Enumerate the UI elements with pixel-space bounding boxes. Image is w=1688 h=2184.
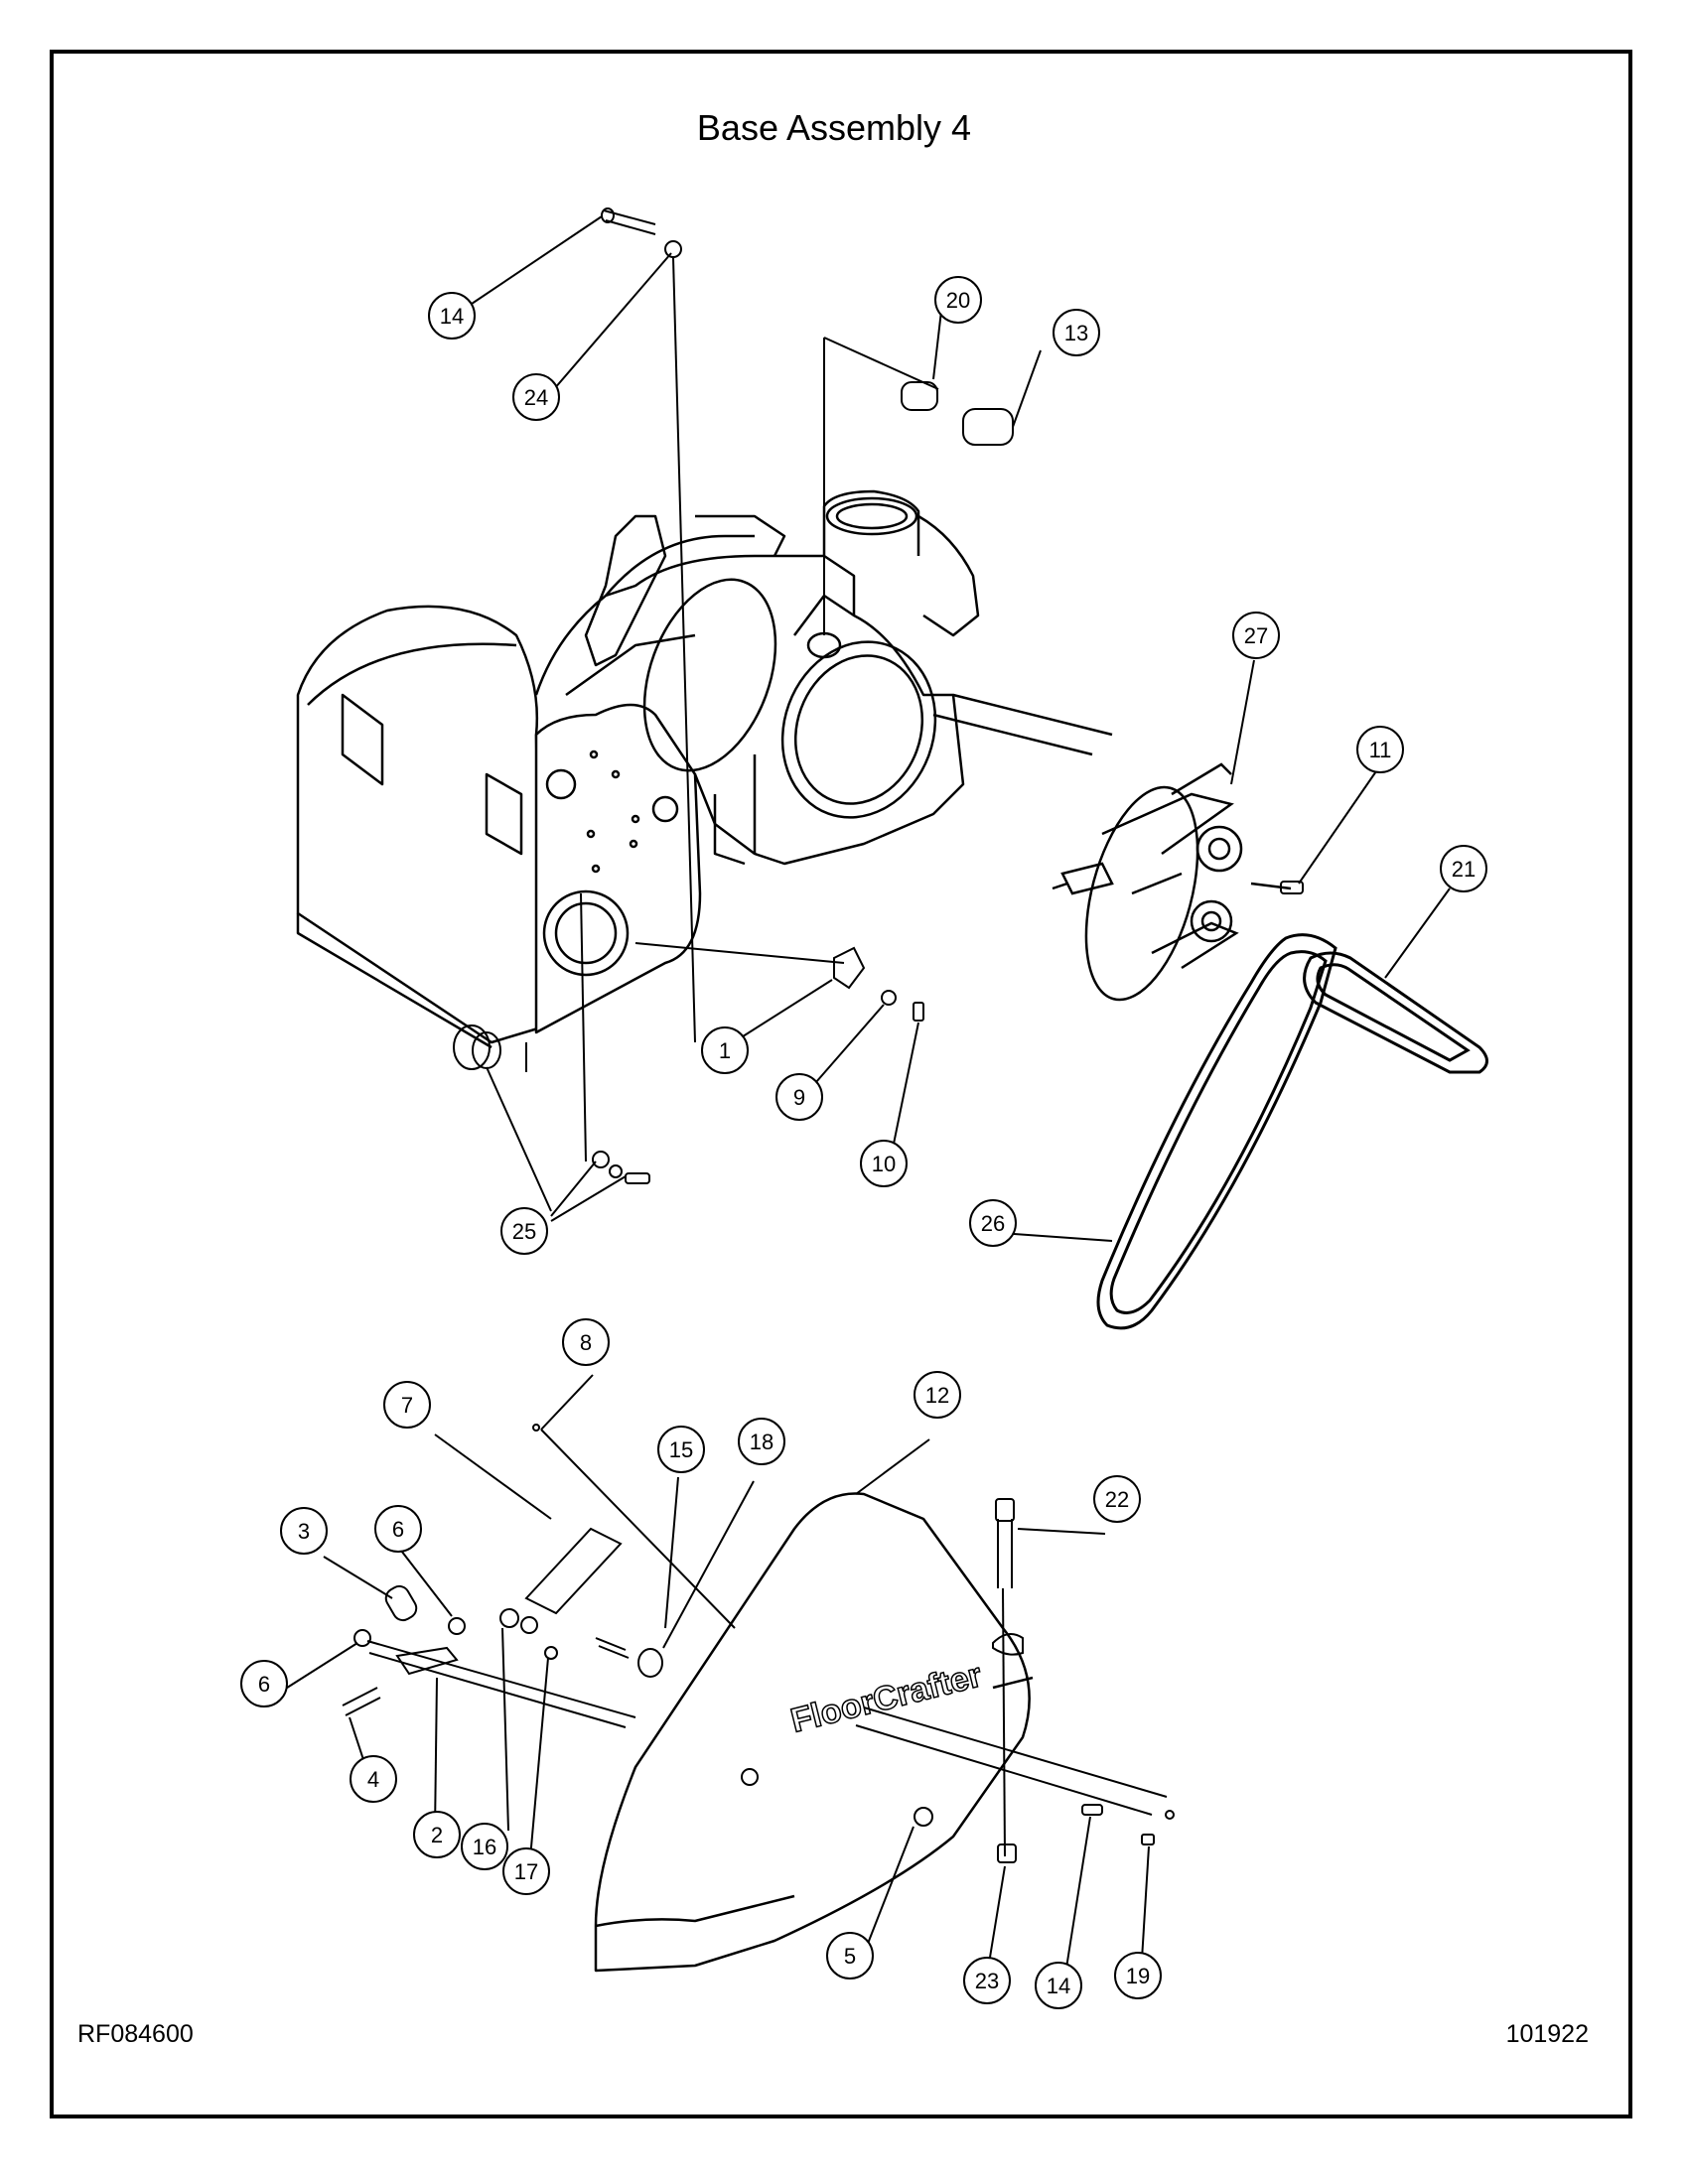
callout-label: 5 — [844, 1944, 856, 1969]
callout-circle — [701, 1026, 749, 1074]
callout-label: 4 — [367, 1767, 379, 1792]
callout-circle — [657, 1426, 705, 1473]
callout-label: 15 — [669, 1437, 693, 1462]
callout-circle — [1035, 1962, 1082, 2009]
callout-circle — [383, 1381, 431, 1429]
callout-label: 6 — [392, 1517, 404, 1542]
callout-label: 21 — [1452, 857, 1476, 882]
part-code: RF084600 — [77, 2020, 194, 2048]
callout-label: 22 — [1105, 1487, 1129, 1512]
callout-circle — [963, 1957, 1011, 2004]
callout-label: 2 — [431, 1823, 443, 1847]
callout-label: 14 — [1047, 1974, 1070, 1998]
callout-label: 14 — [440, 304, 464, 329]
callout-label: 8 — [580, 1330, 592, 1355]
callout-label: 1 — [719, 1038, 731, 1063]
callout-label: 24 — [524, 385, 548, 410]
callout-circle — [914, 1371, 961, 1419]
screw-11 — [1280, 881, 1304, 894]
callout-label: 13 — [1064, 321, 1088, 345]
callout-circle — [500, 1207, 548, 1255]
callout-label: 17 — [514, 1859, 538, 1884]
drawing-title: Base Assembly 4 — [696, 107, 972, 148]
leader-lines — [283, 215, 1451, 1981]
callout-bubbles: 1234566789101112131414151617181920212223… — [240, 276, 1487, 2009]
callout-circle — [502, 1847, 550, 1895]
callout-label: 18 — [750, 1430, 774, 1454]
callout-circle — [350, 1755, 397, 1803]
callout-label: 7 — [401, 1393, 413, 1418]
callout-circle — [1440, 845, 1487, 892]
callout-label: 19 — [1126, 1964, 1150, 1988]
callout-label: 27 — [1244, 623, 1268, 648]
document-number: 101922 — [1505, 2020, 1589, 2048]
callout-circle — [1093, 1475, 1141, 1523]
belt-guard-cover — [594, 1492, 1034, 1973]
callout-circle — [775, 1073, 823, 1121]
callout-circle — [1114, 1952, 1162, 1999]
base-housing — [296, 489, 1113, 1049]
callout-label: 11 — [1369, 738, 1392, 762]
flat-belt — [1303, 951, 1488, 1074]
callout-label: 3 — [298, 1519, 310, 1544]
callout-circle — [374, 1505, 422, 1553]
callout-circle — [240, 1660, 288, 1707]
drawing-frame — [50, 50, 1632, 2118]
callout-circle — [280, 1507, 328, 1555]
callout-circle — [413, 1811, 461, 1858]
callout-circle — [1356, 726, 1404, 773]
callout-label: 20 — [946, 288, 970, 313]
callout-label: 25 — [512, 1219, 536, 1244]
callout-label: 6 — [258, 1672, 270, 1697]
callout-circle — [738, 1418, 785, 1465]
callout-circle — [860, 1140, 908, 1187]
callout-label: 23 — [975, 1969, 999, 1993]
callout-circle — [461, 1823, 508, 1870]
drive-belt — [1096, 933, 1337, 1330]
callout-circle — [562, 1318, 610, 1366]
callout-label: 9 — [793, 1085, 805, 1110]
callout-circle — [934, 276, 982, 324]
callout-circle — [1053, 309, 1100, 356]
callout-label: 12 — [925, 1383, 949, 1408]
callout-circle — [826, 1932, 874, 1979]
callout-circle — [512, 373, 560, 421]
idler-pulley-assembly — [1052, 762, 1292, 1002]
callout-circle — [969, 1199, 1017, 1247]
callout-circle — [428, 292, 476, 340]
callout-label: 10 — [872, 1152, 896, 1176]
callout-label: 26 — [981, 1211, 1005, 1236]
callout-label: 16 — [473, 1835, 496, 1859]
callout-circle — [1232, 612, 1280, 659]
